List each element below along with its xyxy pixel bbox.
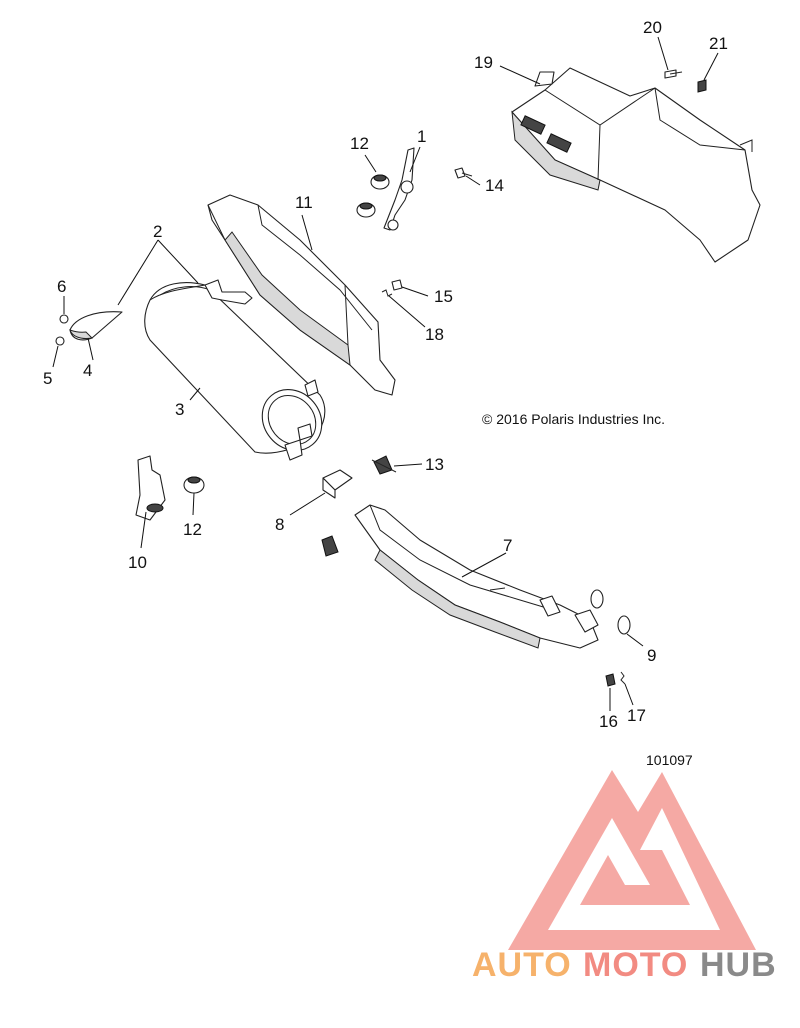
heat-shield-upper	[207, 194, 396, 396]
callout-18: 18	[425, 325, 444, 344]
bolt-part-15	[391, 279, 403, 291]
nut-part-6	[59, 314, 69, 324]
watermark-moto: MOTO	[583, 946, 688, 984]
callout-10: 10	[128, 553, 147, 572]
nut-part-16	[605, 673, 616, 687]
grommet-part-12-upper	[356, 174, 390, 218]
bolt-part-14	[454, 167, 473, 179]
callout-labels: 1 2 3 4 5 6 7 8 9 10 11 12 12 13 14 15 1…	[43, 18, 728, 731]
watermark-hub: HUB	[700, 946, 777, 984]
grommet-part-12-lower	[183, 476, 205, 494]
gasket-part-8	[322, 469, 353, 499]
callout-8: 8	[275, 515, 284, 534]
callout-15: 15	[434, 287, 453, 306]
bracket-part-1	[383, 147, 415, 231]
callout-11: 11	[295, 193, 313, 212]
callout-3: 3	[175, 400, 184, 419]
callout-20: 20	[643, 18, 662, 37]
callout-19: 19	[474, 53, 493, 72]
bolt-part-5	[55, 336, 65, 346]
callout-7: 7	[503, 536, 512, 555]
end-cap-part-4	[69, 311, 123, 341]
copyright-notice: © 2016 Polaris Industries Inc.	[482, 411, 665, 427]
watermark-auto: AUTO	[472, 946, 572, 984]
callout-4: 4	[83, 361, 92, 380]
callout-17: 17	[627, 706, 646, 725]
head-pipe-part-7	[354, 504, 599, 649]
callout-16: 16	[599, 712, 618, 731]
figure-number: 101097	[646, 752, 693, 768]
clip-part-21	[697, 79, 707, 93]
callout-12-lower: 12	[183, 520, 202, 539]
callout-5: 5	[43, 369, 52, 388]
callout-2: 2	[153, 222, 162, 241]
watermark-triangle-icon	[508, 770, 756, 950]
spring-part-13	[371, 455, 397, 475]
spring-part-18	[381, 289, 393, 297]
spring-part-13-lower	[321, 535, 339, 557]
callout-12-upper: 12	[350, 134, 369, 153]
callout-13: 13	[425, 455, 444, 474]
heat-shield-rear	[511, 67, 761, 263]
automotohub-watermark-logo	[508, 770, 756, 950]
muffler-part-3	[144, 279, 326, 461]
screw-part-20	[664, 69, 683, 79]
callout-1: 1	[417, 127, 426, 146]
callout-6: 6	[57, 277, 66, 296]
bracket-part-10	[135, 455, 166, 521]
callout-14: 14	[485, 176, 504, 195]
leader-lines	[52, 36, 719, 711]
callout-9: 9	[647, 646, 656, 665]
spring-part-17	[620, 671, 626, 685]
callout-21: 21	[709, 34, 728, 53]
gasket-part-9	[590, 589, 631, 635]
